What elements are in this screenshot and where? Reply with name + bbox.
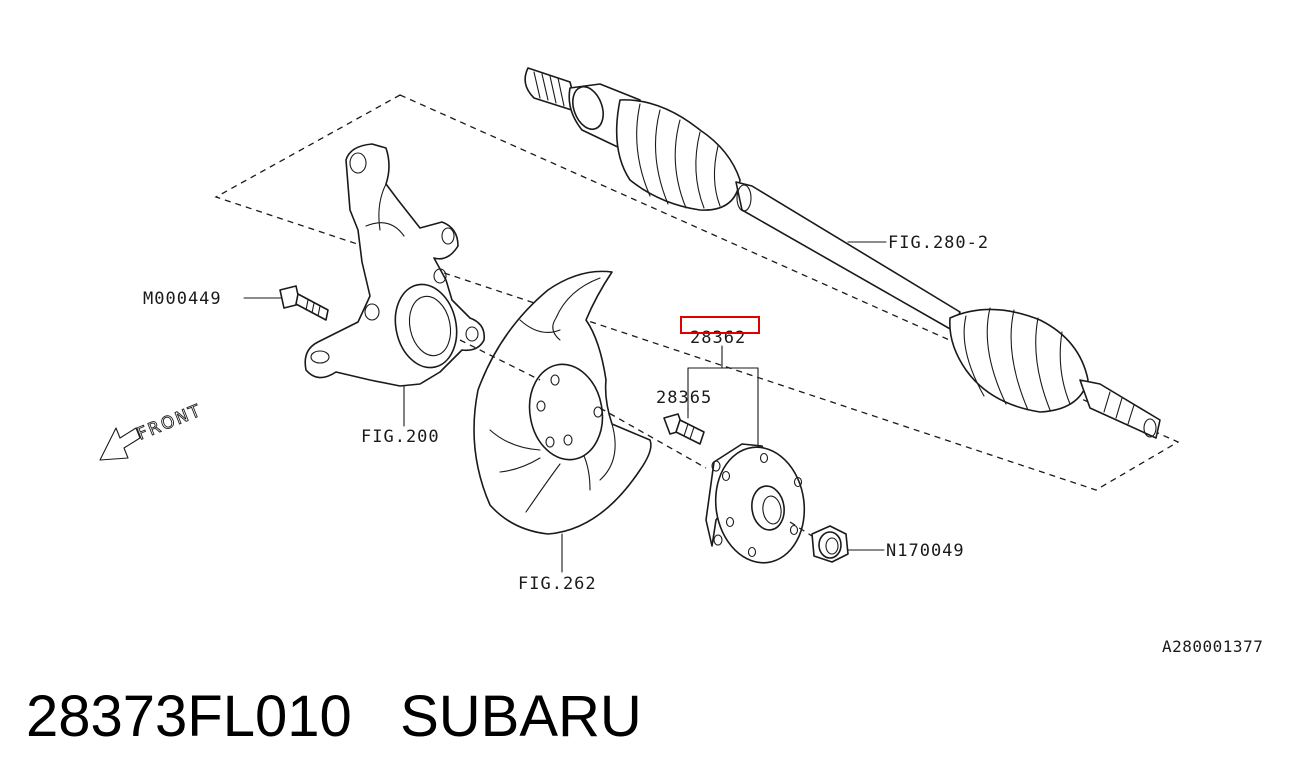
brand-text: SUBARU bbox=[400, 684, 642, 749]
knuckle-fig-label[interactable]: FIG.200 bbox=[361, 427, 440, 447]
hub-bolt-label[interactable]: 28365 bbox=[656, 388, 712, 408]
assembly-boundary bbox=[214, 94, 1180, 491]
knuckle-bolt-part[interactable] bbox=[279, 285, 329, 321]
bolt-label[interactable]: M000449 bbox=[143, 289, 222, 309]
steering-knuckle-part[interactable] bbox=[304, 143, 486, 387]
assembly-centerline-2 bbox=[599, 407, 707, 469]
drive-axle-part[interactable] bbox=[524, 67, 1161, 439]
part-number-text: 28373FL010 bbox=[26, 684, 352, 749]
front-direction-arrow bbox=[99, 427, 141, 461]
hub-assembly-part[interactable] bbox=[705, 441, 812, 568]
axle-fig-label[interactable]: FIG.280-2 bbox=[888, 233, 989, 253]
assembly-centerline-3 bbox=[789, 521, 813, 537]
assembly-centerline bbox=[459, 339, 541, 381]
drawing-ref-label: A280001377 bbox=[1162, 637, 1263, 656]
shield-fig-label[interactable]: FIG.262 bbox=[518, 574, 597, 594]
dust-shield-part[interactable] bbox=[473, 270, 652, 535]
hub-bolt-part[interactable] bbox=[663, 413, 705, 445]
hub-assembly-label[interactable]: 28362 bbox=[690, 328, 746, 348]
hub-leader-bracket bbox=[687, 367, 759, 447]
nut-label[interactable]: N170049 bbox=[886, 541, 965, 561]
selected-part-highlight bbox=[680, 316, 760, 334]
front-label: FRONT bbox=[134, 401, 205, 445]
axle-nut-part[interactable] bbox=[811, 525, 849, 563]
part-footer: 28373FL010 SUBARU bbox=[26, 682, 642, 752]
